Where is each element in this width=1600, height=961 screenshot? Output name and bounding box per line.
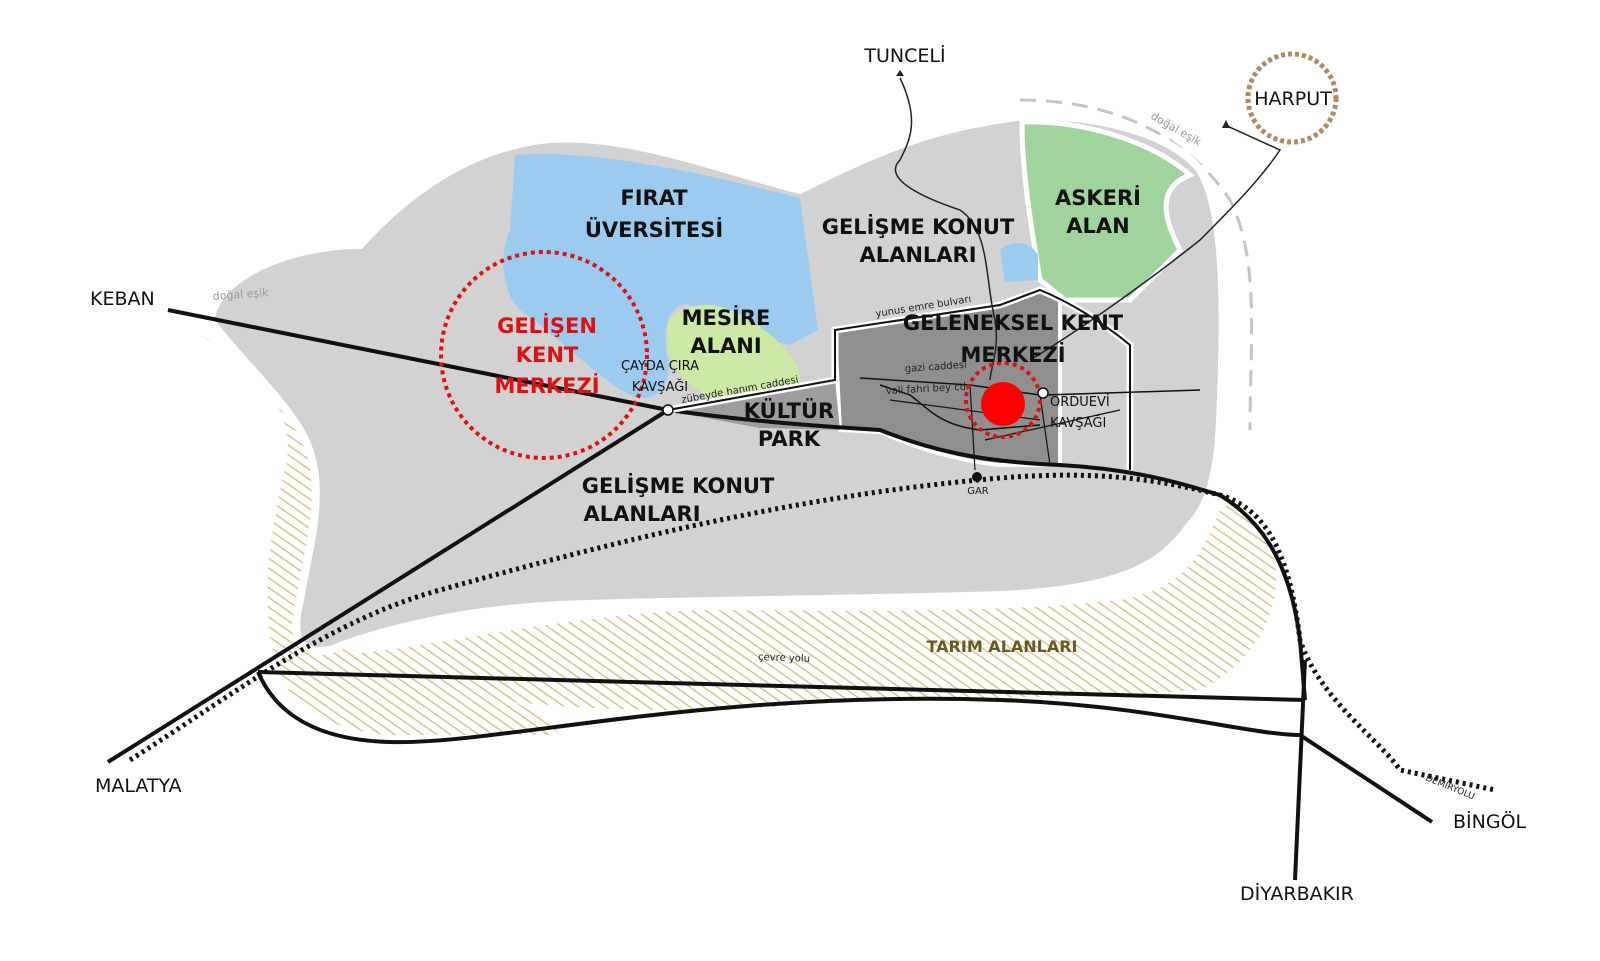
military-area: [1019, 119, 1195, 303]
agri-area-west: [200, 335, 560, 735]
zubeyde-street-inner: [667, 288, 1131, 470]
malatya-label: MALATYA: [95, 775, 182, 797]
gelisme-north-label-1: GELİŞME KONUT: [822, 214, 1015, 239]
askeri-label-1: ASKERİ: [1055, 185, 1141, 210]
firat-label-2: ÜVERSİTESİ: [585, 217, 723, 242]
tunceli-arrow: [896, 70, 904, 76]
street-network: [889, 384, 1121, 471]
kultur-label-2: PARK: [758, 427, 821, 451]
railway: [128, 472, 1496, 793]
tunceli-label: TUNCELİ: [863, 44, 945, 67]
gelisen-label-3: MERKEZİ: [494, 373, 599, 398]
cevre-street-label: çevre yolu: [758, 652, 810, 665]
orduevi-street-east: [1044, 389, 1201, 396]
cayda-label-2: KAVŞAĞI: [632, 379, 688, 395]
gar-marker: [972, 472, 982, 482]
geleneksel-label-2: MERKEZİ: [960, 342, 1065, 367]
mesire-label-2: ALANI: [690, 334, 761, 358]
bingol-label: BİNGÖL: [1453, 810, 1527, 833]
orduevi-junction-marker: [1037, 387, 1049, 399]
mesire-area: [668, 305, 800, 407]
gelisen-label-1: GELİŞEN: [497, 313, 597, 338]
pond-area: [1000, 243, 1038, 282]
malatya-road: [106, 408, 670, 764]
kultur-label-1: KÜLTÜR: [744, 398, 834, 423]
orduevi-label-1: ORDUEVİ: [1050, 394, 1110, 410]
tunceli-road: [894, 77, 998, 381]
vali-street-label: vali fahri bey cd.: [886, 382, 970, 397]
gelisme-north-label-2: ALANLARI: [859, 243, 976, 267]
geleneksel-label-1: GELENEKSEL KENT: [903, 311, 1124, 335]
center-marker-ring: [964, 361, 1042, 439]
ring-road: [256, 671, 1434, 824]
diyarbakir-label: DİYARBAKIR: [1240, 882, 1354, 905]
harput-arrow: [1222, 120, 1230, 128]
keban-label: KEBAN: [90, 288, 155, 310]
vali-street: [879, 384, 1041, 431]
diyarbakir-road: [1293, 659, 1307, 881]
harput-road: [1029, 124, 1282, 361]
cayda-label-1: ÇAYDA ÇIRA: [621, 359, 699, 374]
harput-ring: [1245, 51, 1339, 145]
firat-label-1: FIRAT: [620, 186, 688, 210]
agri-area-south: [290, 504, 1277, 710]
harput-label: HARPUT: [1254, 88, 1332, 110]
askeri-label-2: ALAN: [1066, 214, 1129, 238]
natural-threshold-east: [1019, 98, 1254, 431]
tarim-label: TARIM ALANLARI: [926, 637, 1077, 656]
ring-road-north: [257, 670, 1306, 702]
center-marker-dot: [981, 382, 1025, 426]
gar-label: GAR: [967, 486, 989, 497]
gelisme-south-label-1: GELİŞME KONUT: [582, 473, 775, 498]
cayda-junction-marker: [662, 404, 674, 416]
gelisen-center-ring: [439, 250, 649, 460]
gelisme-south-label-2: ALANLARI: [583, 502, 700, 526]
orduevi-label-2: KAVŞAĞI: [1050, 415, 1106, 431]
threshold-left-label: doğal eşik: [212, 286, 269, 303]
gazi-street-label: gazi caddesi: [904, 360, 967, 375]
mesire-label-1: MESİRE: [682, 305, 771, 330]
firat-university-area: [503, 153, 818, 399]
keban-road: [167, 308, 1307, 701]
gelisen-label-2: KENT: [516, 343, 579, 367]
